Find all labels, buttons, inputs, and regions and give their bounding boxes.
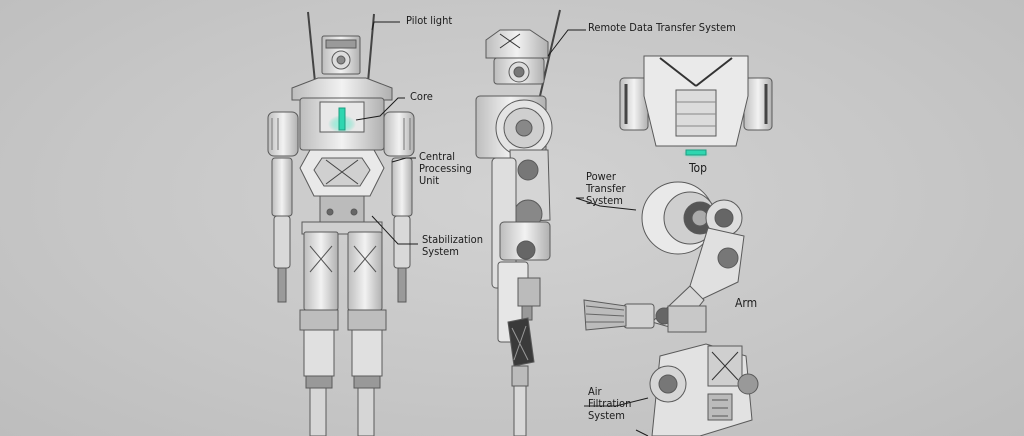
- top-view: [619, 55, 773, 158]
- label-pilot-light: Pilot light: [406, 14, 453, 27]
- front-view: [267, 11, 415, 436]
- label-central-processing-unit: Central Processing Unit: [419, 150, 472, 187]
- leader-lines: [355, 21, 649, 436]
- arm-view: [583, 181, 745, 333]
- side-view: [475, 9, 561, 436]
- label-air-filtration-system: Air Filtration System: [588, 385, 632, 422]
- view-label-arm: Arm: [735, 296, 758, 310]
- label-stabilization-system: Stabilization System: [422, 233, 483, 258]
- label-core: Core: [410, 90, 433, 103]
- air-filtration-view: [649, 343, 759, 436]
- view-label-top: Top: [689, 161, 708, 175]
- label-remote-data-transfer-system: Remote Data Transfer System: [588, 21, 736, 34]
- label-power-transfer-system: Power Transfer System: [586, 170, 626, 207]
